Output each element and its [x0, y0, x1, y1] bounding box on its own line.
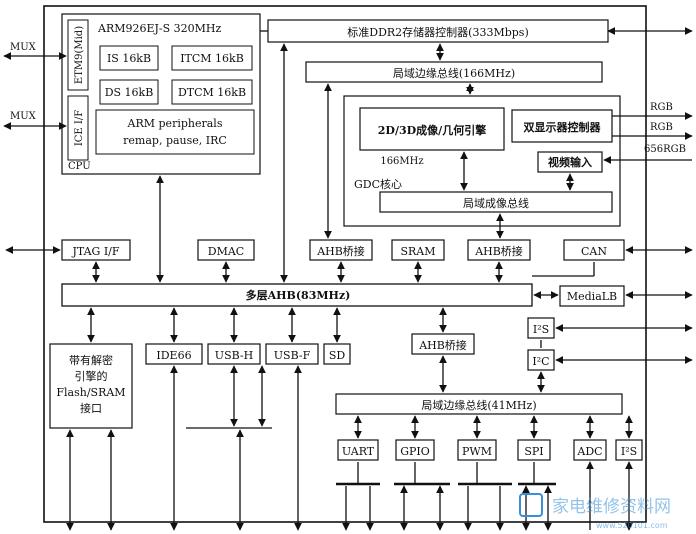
can-label: CAN [581, 245, 607, 258]
watermark: 家电维修资料网 www.520101.com [519, 493, 671, 530]
gpio-box [395, 439, 435, 461]
flash-line3: Flash/SRAM [56, 386, 125, 399]
i2s-bot-label: I²S [621, 445, 637, 458]
ahb-bridge-1 [309, 239, 373, 261]
etm-box [67, 19, 89, 91]
uart-label: UART [342, 445, 375, 458]
sd-box [323, 343, 351, 365]
ddr2-label: 标准DDR2存储器控制器(333Mbps) [347, 25, 529, 39]
bus-166mhz-label: 局域边缘总线(166MHz) [393, 66, 515, 80]
cpu-title: ARM926EJ-S 320MHz [97, 22, 222, 35]
arm-peripherals-box [95, 109, 255, 155]
flash-sram-interface [49, 343, 133, 429]
usb-f-label: USB-F [274, 349, 311, 362]
dmac-label: DMAC [208, 245, 244, 258]
sd-label: SD [329, 349, 346, 362]
bus-166mhz [305, 61, 603, 83]
itcm-label: ITCM 16kB [180, 52, 244, 65]
local-imaging-bus-label: 局域成像总线 [463, 196, 529, 210]
medialb-box [559, 285, 625, 307]
bus-41mhz [335, 393, 623, 415]
gfx-engine-label: 2D/3D成像/几何引擎 [378, 123, 486, 137]
ice-label: ICE I/F [74, 110, 85, 146]
etm-label: ETM9(Mid) [74, 26, 85, 84]
can-box [563, 239, 625, 261]
dmac-box [197, 239, 255, 261]
flash-line2: 引擎的 [75, 369, 108, 383]
dual-display-controller [511, 109, 613, 143]
gdc-label: GDC核心 [354, 177, 402, 191]
chip-boundary [43, 5, 647, 523]
pwm-box [457, 439, 497, 461]
mhz166-label: 166MHz [380, 156, 423, 167]
ahb-bridge-2 [467, 239, 531, 261]
peripherals-line1: ARM peripherals [127, 117, 223, 130]
i2c-box [527, 349, 555, 371]
spi-box [517, 439, 551, 461]
rgb2-label: RGB [650, 122, 673, 133]
i2s-bot-box [615, 439, 643, 461]
jtag-box [61, 239, 131, 261]
usb-h-box [207, 343, 261, 365]
jtag-label: JTAG I/F [71, 245, 119, 258]
usb-f-box [265, 343, 319, 365]
adc-box [573, 439, 607, 461]
dtcm-box [171, 79, 253, 105]
usb-h-label: USB-H [215, 349, 253, 362]
gdc-core [343, 95, 621, 227]
video-input [537, 151, 603, 173]
itcm-box [171, 45, 253, 71]
ide66-label: IDE66 [156, 349, 191, 362]
watermark-url: www.520101.com [596, 521, 668, 530]
is-label: IS 16kB [107, 52, 151, 65]
i2s-top-label: I²S [533, 323, 549, 336]
is-box [99, 45, 159, 71]
ide66-box [145, 343, 203, 365]
sram-box [391, 239, 445, 261]
cpu-label: CPU [68, 161, 91, 172]
gfx-engine [359, 107, 505, 151]
dtcm-label: DTCM 16kB [178, 86, 246, 99]
ahb-bridge-1-label: AHB桥接 [316, 245, 365, 258]
flash-line1: 带有解密 [69, 353, 113, 367]
sram-label: SRAM [400, 245, 435, 258]
watermark-text: 家电维修资料网 [552, 497, 671, 517]
peripherals-line2: remap, pause, IRC [123, 134, 227, 147]
medialb-label: MediaLB [567, 290, 617, 303]
spi-label: SPI [524, 445, 543, 458]
ahb-bridge-3 [411, 333, 475, 355]
ds-label: DS 16kB [105, 86, 154, 99]
uart-box [337, 439, 379, 461]
ahb-83mhz-bus [61, 283, 533, 307]
adc-label: ADC [576, 445, 602, 458]
i2s-top-box [527, 317, 555, 339]
dual-display-label: 双显示器控制器 [524, 120, 602, 134]
local-imaging-bus [379, 191, 613, 213]
video-input-label: 视频输入 [548, 155, 592, 169]
ahb-83mhz-label: 多层AHB(83MHz) [246, 288, 351, 302]
rgb3-label: 656RGB [644, 144, 686, 155]
mux-mid-label: MUX [10, 111, 37, 122]
ice-box [67, 95, 89, 161]
bus-41mhz-label: 局域边缘总线(41MHz) [421, 398, 536, 412]
rgb1-label: RGB [650, 102, 673, 113]
ahb-bridge-3-label: AHB桥接 [418, 339, 467, 352]
pwm-label: PWM [462, 445, 492, 458]
flash-line4: 接口 [80, 402, 102, 415]
ahb-bridge-2-label: AHB桥接 [474, 245, 523, 258]
cpu-block [61, 13, 261, 175]
ds-box [99, 79, 159, 105]
i2c-label: I²C [532, 355, 549, 368]
gpio-label: GPIO [400, 445, 430, 458]
mux-top-label: MUX [10, 42, 37, 53]
watermark-logo [519, 493, 543, 517]
